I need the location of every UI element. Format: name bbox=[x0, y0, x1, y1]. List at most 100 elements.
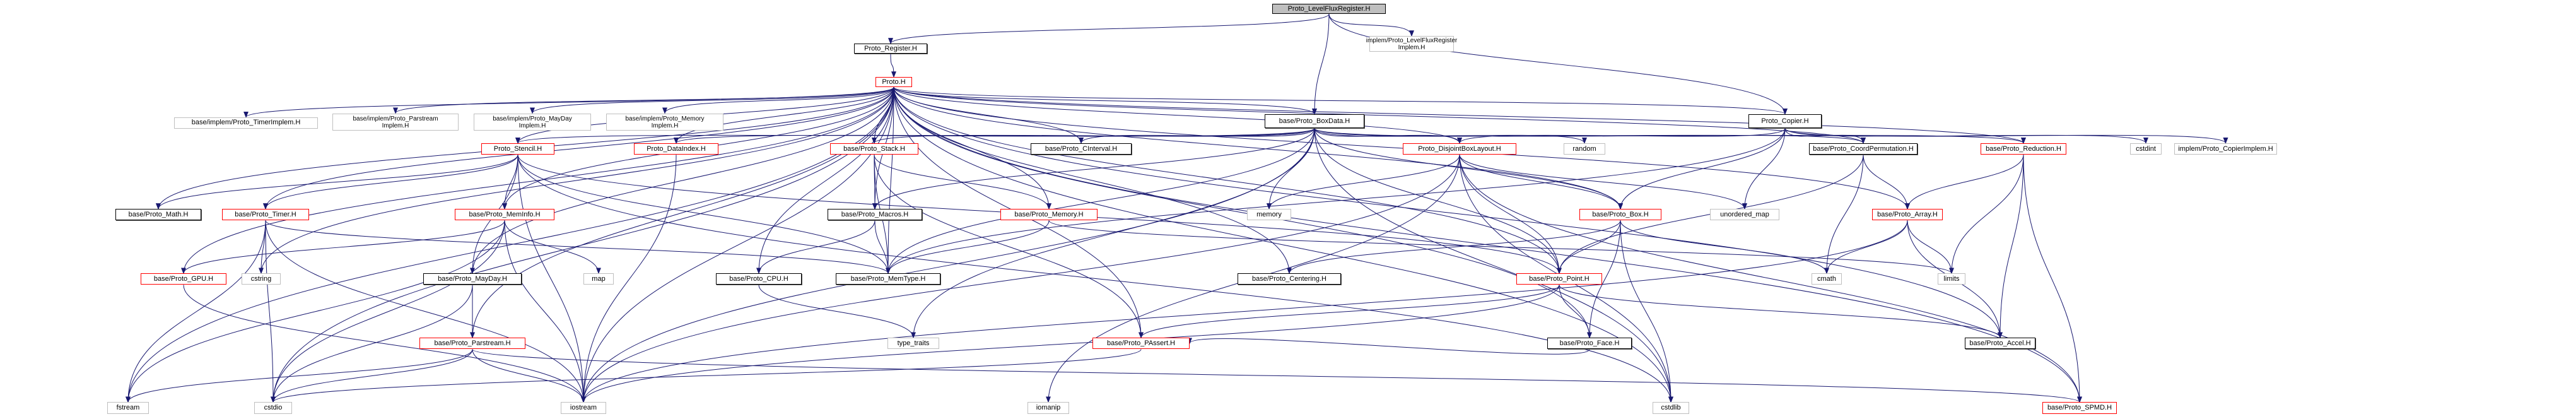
graph-node-face[interactable]: base/Proto_Face.H bbox=[1547, 338, 1632, 350]
graph-node-label: base/Proto_Macros.H bbox=[841, 210, 909, 218]
graph-node-reduction[interactable]: base/Proto_Reduction.H bbox=[1981, 143, 2066, 155]
graph-node-label: base/Proto_Array.H bbox=[1877, 210, 1938, 218]
edge-array-to-iostream bbox=[581, 220, 1908, 403]
graph-node-boxdata[interactable]: base/Proto_BoxData.H bbox=[1265, 114, 1364, 129]
graph-node-iomanip[interactable]: iomanip bbox=[1027, 402, 1069, 414]
graph-node-memory_h[interactable]: base/Proto_Memory.H bbox=[1000, 209, 1098, 221]
graph-node-label: base/Proto_Centering.H bbox=[1251, 274, 1326, 283]
graph-node-label: base/Proto_Parstream.H bbox=[434, 339, 511, 347]
graph-node-dataindex[interactable]: Proto_DataIndex.H bbox=[634, 143, 718, 155]
graph-node-label: base/Proto_CPU.H bbox=[729, 274, 788, 283]
graph-node-copier[interactable]: Proto_Copier.H bbox=[1748, 114, 1822, 129]
graph-node-umap[interactable]: unordered_map bbox=[1710, 209, 1779, 221]
graph-node-timerimpl[interactable]: base/implem/Proto_TimerImplem.H bbox=[174, 117, 318, 129]
graph-node-meminfo[interactable]: base/Proto_MemInfo.H bbox=[455, 209, 554, 221]
graph-node-stack[interactable]: base/Proto_Stack.H bbox=[830, 143, 918, 155]
graph-node-macros[interactable]: base/Proto_Macros.H bbox=[828, 209, 922, 221]
edge-proto-to-reduction bbox=[893, 86, 2026, 145]
graph-node-mayday[interactable]: base/Proto_MayDay.H bbox=[423, 273, 522, 285]
edge-stencil-to-memtype bbox=[517, 155, 891, 274]
edge-proto-to-accel bbox=[893, 87, 2003, 339]
edge-lfr-to-lfrimpl bbox=[1328, 14, 1414, 37]
graph-node-cinterval[interactable]: base/Proto_CInterval.H bbox=[1031, 143, 1132, 155]
graph-node-cstdlib[interactable]: cstdlib bbox=[1653, 402, 1689, 414]
edge-array-to-cmath bbox=[1824, 220, 1908, 274]
edge-meminfo-to-gpu bbox=[181, 220, 505, 274]
graph-node-box[interactable]: base/Proto_Box.H bbox=[1579, 209, 1661, 221]
graph-node-parimpl[interactable]: base/implem/Proto_Parstream Implem.H bbox=[332, 113, 459, 131]
graph-node-point[interactable]: base/Proto_Point.H bbox=[1516, 273, 1602, 285]
edge-dbl-to-memory bbox=[1267, 155, 1460, 210]
graph-node-accel[interactable]: base/Proto_Accel.H bbox=[1965, 338, 2035, 350]
graph-node-array[interactable]: base/Proto_Array.H bbox=[1872, 209, 1943, 221]
graph-node-label: map bbox=[592, 274, 606, 283]
graph-node-label: Proto_Copier.H bbox=[1761, 117, 1809, 125]
edge-timer-to-fstream bbox=[126, 220, 266, 403]
edge-reduction-to-spmd bbox=[2023, 155, 2082, 403]
edge-box-to-centering bbox=[1287, 220, 1621, 274]
edge-proto-to-coordperm bbox=[893, 86, 1866, 145]
graph-node-cstdio[interactable]: cstdio bbox=[254, 402, 292, 414]
graph-node-memory[interactable]: memory bbox=[1247, 209, 1291, 221]
graph-node-maydayimpl[interactable]: base/implem/Proto_MayDay Implem.H bbox=[474, 113, 591, 131]
graph-node-dbl[interactable]: Proto_DisjointBoxLayout.H bbox=[1403, 143, 1516, 155]
graph-node-label: type_traits bbox=[897, 339, 930, 347]
graph-node-label: base/Proto_Timer.H bbox=[235, 210, 296, 218]
graph-node-label: cstring bbox=[250, 274, 272, 283]
graph-node-label: memory bbox=[1256, 210, 1282, 218]
graph-node-parstream[interactable]: base/Proto_Parstream.H bbox=[419, 338, 525, 350]
graph-node-memtype[interactable]: base/Proto_MemType.H bbox=[836, 273, 940, 285]
edge-dbl-to-umap bbox=[1459, 155, 1747, 210]
graph-node-iostream[interactable]: iostream bbox=[561, 402, 606, 414]
edge-boxdata-to-memtype bbox=[886, 128, 1315, 274]
edge-memory_h-to-memtype bbox=[886, 220, 1050, 274]
edge-stencil-to-iostream bbox=[517, 155, 586, 403]
graph-node-label: base/Proto_Point.H bbox=[1529, 274, 1590, 283]
graph-node-label: unordered_map bbox=[1720, 210, 1769, 218]
graph-node-stencil[interactable]: Proto_Stencil.H bbox=[481, 143, 554, 155]
edge-proto-to-timerimpl bbox=[243, 86, 894, 118]
edge-boxdata-to-coordperm bbox=[1314, 127, 1866, 145]
graph-node-cpu[interactable]: base/Proto_CPU.H bbox=[716, 273, 802, 285]
edge-proto-to-face bbox=[893, 87, 1592, 339]
graph-node-copierimpl[interactable]: implem/Proto_CopierImplem.H bbox=[2174, 143, 2277, 155]
edge-meminfo-to-fstream bbox=[126, 220, 505, 403]
graph-node-label: implem/Proto_LevelFluxRegister Implem.H bbox=[1366, 37, 1458, 51]
graph-node-cstdint[interactable]: cstdint bbox=[2130, 143, 2162, 155]
graph-node-label: base/Proto_Accel.H bbox=[1969, 339, 2031, 347]
graph-node-label: base/implem/Proto_Memory Implem.H bbox=[625, 115, 705, 129]
graph-node-label: base/Proto_MayDay.H bbox=[438, 274, 507, 283]
graph-node-coordperm[interactable]: base/Proto_CoordPermutation.H bbox=[1809, 143, 1917, 155]
edge-macros-to-cpu bbox=[756, 220, 875, 274]
edge-reduction-to-array bbox=[1905, 155, 2024, 210]
graph-node-timer[interactable]: base/Proto_Timer.H bbox=[222, 209, 309, 221]
graph-node-lfr[interactable]: Proto_LevelFluxRegister.H bbox=[1272, 4, 1386, 15]
edge-proto-to-memimpl bbox=[662, 87, 894, 114]
graph-node-proto[interactable]: Proto.H bbox=[875, 77, 912, 88]
graph-node-label: Proto_DataIndex.H bbox=[647, 145, 706, 153]
edge-stencil-to-math bbox=[156, 155, 518, 210]
graph-node-cstring[interactable]: cstring bbox=[242, 273, 281, 285]
edge-proto-to-fstream bbox=[126, 87, 894, 403]
graph-node-label: base/Proto_BoxData.H bbox=[1279, 117, 1350, 125]
graph-node-centering[interactable]: base/Proto_Centering.H bbox=[1238, 273, 1341, 285]
edge-proto-to-mayday bbox=[470, 87, 894, 274]
graph-node-fstream[interactable]: fstream bbox=[107, 402, 149, 414]
graph-node-reg[interactable]: Proto_Register.H bbox=[854, 44, 927, 54]
edge-dataindex-to-iostream bbox=[581, 155, 677, 403]
graph-node-passert[interactable]: base/Proto_PAssert.H bbox=[1092, 338, 1190, 350]
graph-node-random[interactable]: random bbox=[1564, 143, 1605, 155]
edge-proto-to-copier bbox=[893, 86, 1788, 115]
graph-node-gpu[interactable]: base/Proto_GPU.H bbox=[141, 273, 226, 285]
graph-node-limits[interactable]: limits bbox=[1938, 273, 1965, 285]
graph-node-label: base/Proto_MemInfo.H bbox=[469, 210, 541, 218]
graph-node-spmd[interactable]: base/Proto_SPMD.H bbox=[2042, 402, 2117, 414]
graph-node-cmath[interactable]: cmath bbox=[1812, 273, 1842, 285]
edge-box-to-cstdlib bbox=[1620, 220, 1673, 403]
graph-node-typetraits[interactable]: type_traits bbox=[887, 338, 939, 350]
edge-mayday-to-cstdio bbox=[271, 285, 473, 403]
graph-node-map[interactable]: map bbox=[583, 273, 614, 285]
graph-node-lfrimpl[interactable]: implem/Proto_LevelFluxRegister Implem.H bbox=[1366, 36, 1457, 52]
graph-node-memimpl[interactable]: base/implem/Proto_Memory Implem.H bbox=[606, 113, 723, 131]
graph-node-math[interactable]: base/Proto_Math.H bbox=[115, 209, 201, 221]
